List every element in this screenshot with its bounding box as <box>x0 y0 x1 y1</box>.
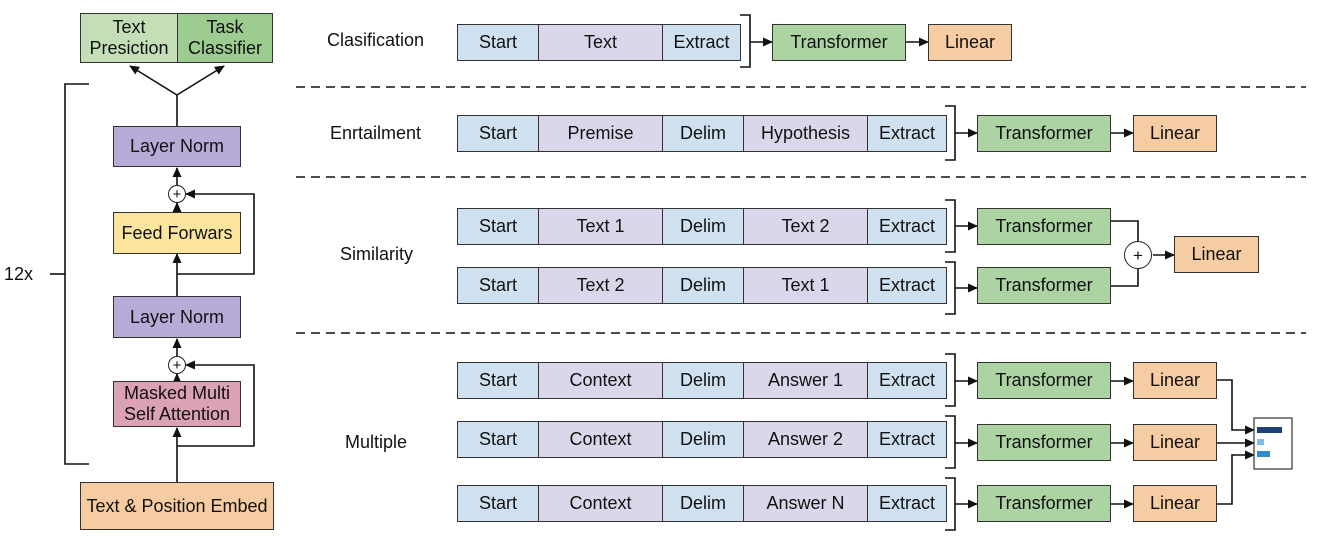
softmax-output-icon <box>1253 417 1293 470</box>
text-prediction-line-2: Presiction <box>89 38 169 58</box>
task-classifier-line-2: Classifier <box>187 38 262 58</box>
transformer-similarity-2: Transformer <box>977 267 1111 304</box>
repeat-bracket <box>64 83 89 465</box>
text-position-embed: Text & Position Embed <box>80 482 274 530</box>
similarity-add: + <box>1124 241 1152 269</box>
transformer-similarity-1: Transformer <box>977 208 1111 245</box>
residual-add-top: + <box>168 185 186 203</box>
token-row-similarity-1: Start Text 1 Delim Text 2 Extract <box>457 208 947 245</box>
token-answer-2: Answer 2 <box>744 422 868 457</box>
layer-norm-top: Layer Norm <box>113 126 241 167</box>
token-context: Context <box>539 422 663 457</box>
arrow-to-text-prediction <box>129 65 178 96</box>
transformer-classification: Transformer <box>772 24 906 61</box>
token-start: Start <box>458 363 539 398</box>
mc-linear3-out <box>1217 450 1255 505</box>
token-start: Start <box>458 268 539 303</box>
repeat-label: 12x <box>4 264 34 284</box>
token-start: Start <box>458 422 539 457</box>
token-extract: Extract <box>868 116 946 151</box>
token-delim: Delim <box>663 268 744 303</box>
task-label-entailment: Enrtailment <box>330 123 422 143</box>
token-start: Start <box>458 486 539 521</box>
linear-multiple-2: Linear <box>1133 424 1217 461</box>
transformer-multiple-2: Transformer <box>977 424 1111 461</box>
linear-classification: Linear <box>928 24 1012 61</box>
token-row-multiple-3: Start Context Delim Answer N Extract <box>457 485 947 522</box>
token-text-2: Text 2 <box>744 209 868 244</box>
token-hypothesis: Hypothesis <box>744 116 868 151</box>
residual-add-bottom: + <box>168 356 186 374</box>
token-row-multiple-1: Start Context Delim Answer 1 Extract <box>457 362 947 399</box>
linear-similarity: Linear <box>1174 236 1259 273</box>
text-prediction-line-1: Text <box>112 17 146 37</box>
task-label-similarity: Similarity <box>340 244 414 264</box>
plus-symbol: + <box>172 185 182 203</box>
output-bar-3 <box>1257 451 1270 457</box>
task-label-classification: Clasification <box>327 30 425 50</box>
token-start: Start <box>458 116 539 151</box>
token-delim: Delim <box>663 209 744 244</box>
task-label-multiple: Multiple <box>345 432 408 452</box>
token-text: Text <box>539 25 663 60</box>
residual-upper <box>177 189 255 275</box>
token-text-1: Text 1 <box>539 209 663 244</box>
token-extract: Extract <box>663 25 740 60</box>
token-answer-1: Answer 1 <box>744 363 868 398</box>
token-extract: Extract <box>868 209 946 244</box>
token-context: Context <box>539 363 663 398</box>
residual-lower <box>177 360 255 447</box>
plus-symbol: + <box>1133 245 1143 265</box>
attention-line-2: Self Attention <box>123 404 231 424</box>
token-text-1: Text 1 <box>744 268 868 303</box>
token-extract: Extract <box>868 486 946 521</box>
output-bar-1 <box>1257 427 1282 433</box>
output-bar-2 <box>1257 439 1264 445</box>
plus-symbol: + <box>172 356 182 374</box>
token-row-classification: Start Text Extract <box>457 24 741 61</box>
layer-norm-bottom: Layer Norm <box>113 296 241 338</box>
sim-lower-to-plus <box>1111 269 1139 287</box>
linear-multiple-3: Linear <box>1133 485 1217 522</box>
token-extract: Extract <box>868 422 946 457</box>
token-delim: Delim <box>663 422 744 457</box>
token-answer-n: Answer N <box>744 486 868 521</box>
task-classifier-line-1: Task <box>206 17 244 37</box>
token-delim: Delim <box>663 486 744 521</box>
masked-self-attention: Masked Multi Self Attention <box>113 381 241 427</box>
bracket-multiple-2 <box>945 415 956 469</box>
feed-forward: Feed Forwars <box>113 212 241 254</box>
transformer-multiple-1: Transformer <box>977 362 1111 399</box>
bracket-classification <box>740 14 751 68</box>
token-delim: Delim <box>663 363 744 398</box>
text-prediction-head: Text Presiction <box>80 13 178 63</box>
bracket-multiple-1 <box>945 353 956 407</box>
token-delim: Delim <box>663 116 744 151</box>
linear-entailment: Linear <box>1133 115 1217 152</box>
token-row-multiple-2: Start Context Delim Answer 2 Extract <box>457 421 947 458</box>
token-start: Start <box>458 25 539 60</box>
task-classifier-head: Task Classifier <box>177 13 273 63</box>
token-extract: Extract <box>868 268 946 303</box>
token-text-2: Text 2 <box>539 268 663 303</box>
mc-linear1-out <box>1217 379 1255 435</box>
attention-line-1: Masked Multi <box>123 383 231 403</box>
token-premise: Premise <box>539 116 663 151</box>
linear-multiple-1: Linear <box>1133 362 1217 399</box>
token-start: Start <box>458 209 539 244</box>
token-row-similarity-2: Start Text 2 Delim Text 1 Extract <box>457 267 947 304</box>
transformer-multiple-3: Transformer <box>977 485 1111 522</box>
transformer-entailment: Transformer <box>977 115 1111 152</box>
sim-upper-to-plus <box>1111 220 1139 241</box>
token-row-entailment: Start Premise Delim Hypothesis Extract <box>457 115 947 152</box>
token-context: Context <box>539 486 663 521</box>
arrow-to-task-classifier <box>176 65 225 96</box>
token-extract: Extract <box>868 363 946 398</box>
